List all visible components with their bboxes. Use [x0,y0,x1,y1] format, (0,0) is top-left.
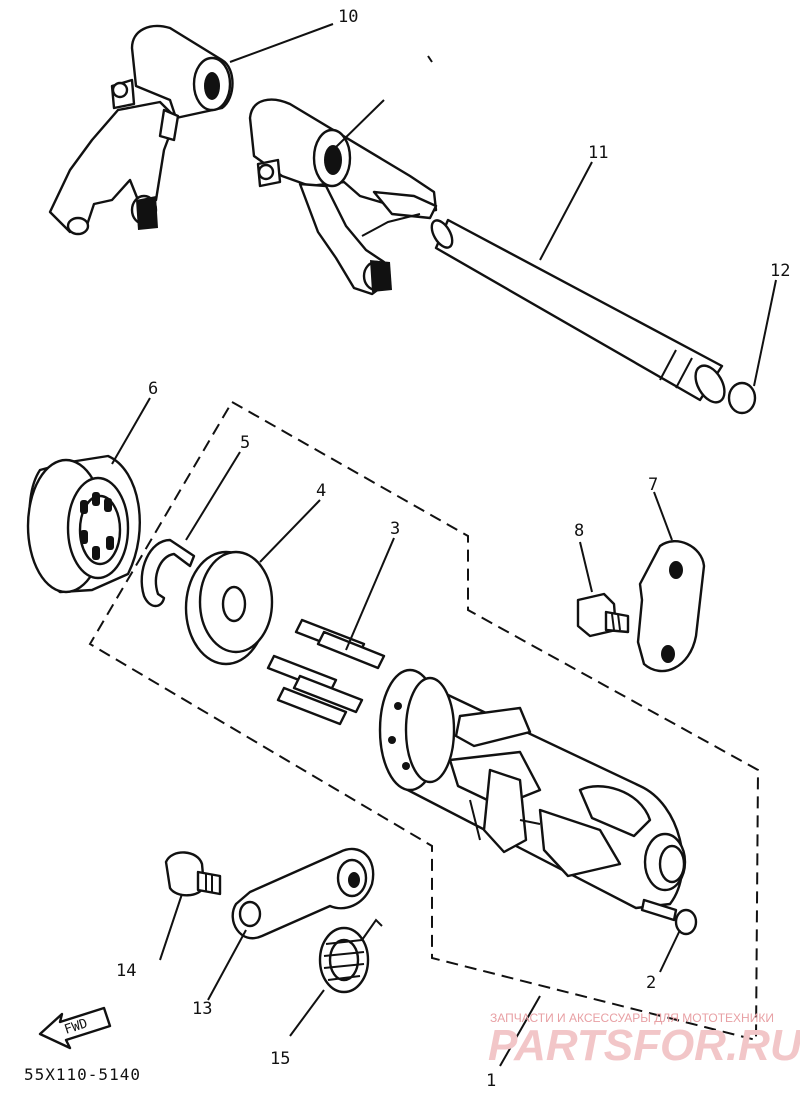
callout-8: 8 [574,521,584,541]
bearing-6 [26,454,141,594]
bolt-8 [576,592,630,638]
clip-5 [140,538,196,608]
circlip-12 [727,381,757,415]
forward-arrow-icon: FWD [38,1006,112,1050]
shift-fork-middle [248,98,438,296]
fwd-label: FWD [63,1016,90,1038]
callout-7: 7 [648,475,658,495]
plate-7 [636,540,706,673]
callout-6: 6 [148,379,158,399]
callout-13: 13 [192,999,212,1019]
callout-2: 2 [646,973,656,993]
callout-15: 15 [270,1049,290,1069]
pin-2 [640,898,698,936]
watermark-tagline: ЗАПЧАСТИ И АКСЕССУАРЫ ДЛЯ МОТОТЕХНИКИ [490,1011,774,1025]
bolt-14 [164,851,222,897]
shift-fork-10 [48,24,234,236]
callout-5: 5 [240,433,250,453]
shift-drum-1 [378,668,687,910]
stopper-lever-13 [231,847,375,940]
callout-3: 3 [390,519,400,539]
callout-1: 1 [486,1071,496,1091]
callout-11: 11 [588,143,608,163]
assembly-boundary-dashed [88,400,760,1042]
pins-3 [266,618,386,726]
callout-14: 14 [116,961,136,981]
guide-bar-11 [430,218,726,404]
washer-4 [184,550,274,666]
spring-15 [318,918,383,994]
callout-12: 12 [770,261,790,281]
watermark-brand: PARTSFOR.RU [488,1021,800,1070]
diagram-code: 55X110-5140 [24,1065,141,1084]
callout-10: 10 [338,7,358,27]
callout-4: 4 [316,481,326,501]
